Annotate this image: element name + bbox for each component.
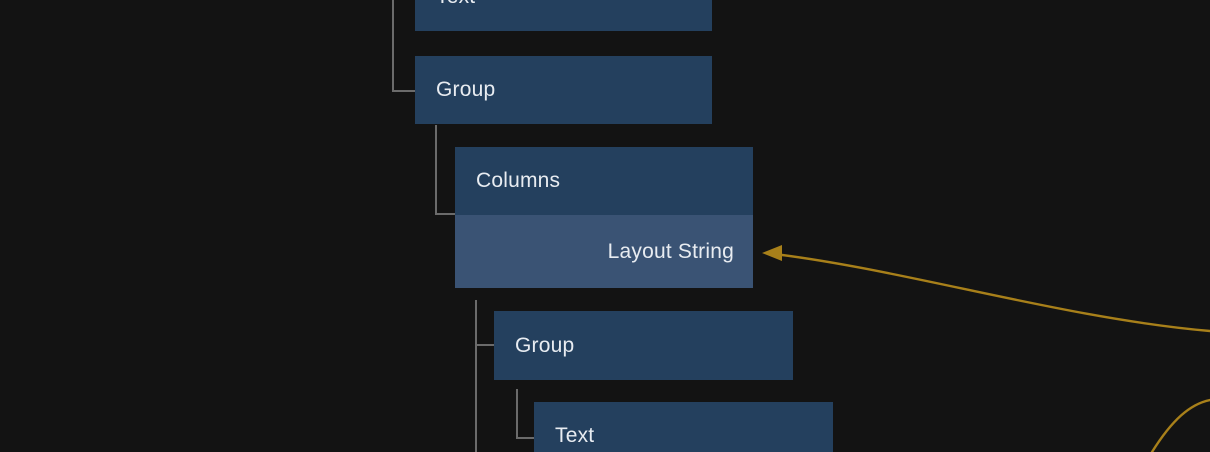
node-text-bottom-label: Text	[555, 424, 595, 447]
edge-to-layout-string-arrowhead	[762, 245, 782, 261]
trunk-2-vertical	[435, 125, 437, 215]
trunk-2-elbow	[435, 213, 456, 215]
node-group-2[interactable]: Group	[494, 311, 793, 380]
node-columns-label: Columns	[476, 169, 561, 192]
trunk-3-vertical	[475, 300, 477, 452]
edge-lower-right-path	[1150, 398, 1210, 452]
node-columns[interactable]: Columns	[455, 147, 753, 215]
node-group-1[interactable]: Group	[415, 56, 712, 124]
node-text-top[interactable]: Text	[415, 0, 712, 31]
edge-to-layout-string-path	[764, 251, 1210, 333]
trunk-4-elbow	[516, 437, 535, 439]
trunk-1-elbow	[392, 90, 415, 92]
node-layout-string-label: Layout String	[607, 239, 734, 263]
trunk-4-vertical	[516, 389, 518, 439]
trunk-3-branch	[475, 344, 495, 346]
node-group-2-label: Group	[515, 333, 575, 357]
node-group-1-label: Group	[436, 78, 496, 101]
node-text-bottom[interactable]: Text	[534, 402, 833, 452]
node-layout-string[interactable]: Layout String	[455, 215, 753, 288]
node-text-top-label: Text	[436, 0, 475, 9]
trunk-1-vertical	[392, 0, 394, 92]
